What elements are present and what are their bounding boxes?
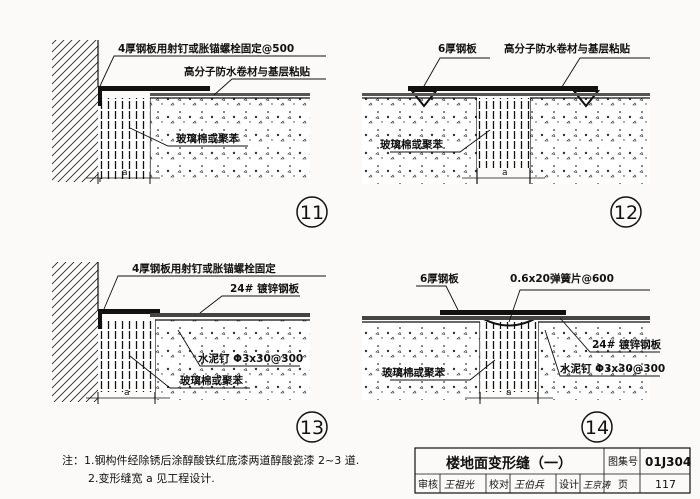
detail-13: a 4厚钢板用射钉或胀锚螺栓固定 24# 镀锌钢板 水泥钉 Φ3x30@300 … <box>52 262 328 443</box>
page-label: 页 <box>618 479 628 491</box>
detail-14: a 6厚钢板 0.6x20弹簧片@600 24# 镀锌钢板 水泥钉 Φ3x30@… <box>362 272 665 443</box>
notes: 注：1.钢构件经除锈后涂醇酸铁红底漆两道醇酸瓷漆 2~3 道. 2.变形缝宽 a… <box>62 453 359 485</box>
detail-12: a 6厚钢板 高分子防水卷材与基层粘贴 玻璃棉或聚苯 12 <box>362 42 650 228</box>
floor-slab <box>155 320 310 400</box>
membrane <box>150 93 310 96</box>
note-line-2: 2.变形缝宽 a 见工程设计. <box>88 471 215 485</box>
insulation-fill <box>477 98 530 168</box>
bent-steel-plate <box>98 86 210 91</box>
wall-hatch <box>52 262 98 402</box>
left-angle <box>409 90 439 108</box>
label-insulation: 玻璃棉或聚苯 <box>382 366 445 379</box>
steel-plate <box>440 310 566 315</box>
atlas-number: 01J304 <box>645 455 691 469</box>
label-galv: 24# 镀锌钢板 <box>592 338 662 351</box>
page-number: 117 <box>655 478 676 491</box>
detail-marker-12 <box>610 196 642 228</box>
galvanized-sheet <box>362 316 650 320</box>
dimension-a: a <box>124 388 130 398</box>
label-insulation: 玻璃棉或聚苯 <box>176 132 239 145</box>
label-membrane: 高分子防水卷材与基层粘贴 <box>184 65 310 78</box>
floor-slab-left <box>362 98 477 184</box>
label-top: 4厚钢板用射钉或胀锚螺栓固定@500 <box>118 42 294 55</box>
dimension-a: a <box>502 168 508 178</box>
check-signature: 王伯兵 <box>514 479 545 491</box>
galvanized-sheet <box>150 313 310 317</box>
atlas-label: 图集号 <box>608 455 638 468</box>
label-nail: 水泥钉 Φ3x30@300 <box>197 352 303 365</box>
floor-slab-left <box>362 322 480 400</box>
label-plate: 6厚钢板 <box>438 42 477 55</box>
insulation-fill <box>98 320 155 392</box>
steel-plate <box>408 86 598 91</box>
review-signature: 王祖光 <box>444 479 475 491</box>
review-label: 审核 <box>418 478 438 491</box>
sheet-title: 楼地面变形缝（一） <box>446 455 572 472</box>
dimension-a: a <box>506 388 512 398</box>
detail-marker-14 <box>581 411 613 443</box>
check-label: 校对 <box>489 478 509 491</box>
detail-number: 13 <box>300 417 324 439</box>
note-line-1: 注：1.钢构件经除锈后涂醇酸铁红底漆两道醇酸瓷漆 2~3 道. <box>62 453 359 467</box>
label-insulation: 玻璃棉或聚苯 <box>380 138 443 151</box>
label-galv: 24# 镀锌钢板 <box>230 282 300 295</box>
detail-number: 11 <box>300 202 324 224</box>
detail-marker-11 <box>296 196 328 228</box>
insulation-fill <box>98 98 150 180</box>
membrane <box>362 93 650 96</box>
label-plate: 6厚钢板 <box>420 272 459 285</box>
label-top: 4厚钢板用射钉或胀锚螺栓固定 <box>132 262 276 275</box>
design-label: 设计 <box>559 478 579 491</box>
wall-hatch <box>52 40 98 182</box>
right-angle <box>571 90 601 108</box>
label-spring: 0.6x20弹簧片@600 <box>510 272 614 285</box>
detail-marker-13 <box>296 411 328 443</box>
design-signature: 王京涛 <box>583 480 612 491</box>
detail-number: 12 <box>614 202 638 224</box>
floor-slab-right <box>538 322 650 400</box>
floor-slab <box>150 98 310 178</box>
dimension-a: a <box>122 168 128 178</box>
detail-number: 14 <box>585 417 609 439</box>
label-membrane: 高分子防水卷材与基层粘贴 <box>504 42 630 55</box>
title-block: 楼地面变形缝（一） 图集号 01J304 审核 王祖光 校对 王伯兵 设计 王京… <box>414 447 691 494</box>
bent-steel-plate <box>98 309 160 314</box>
insulation-fill <box>480 322 538 392</box>
label-nail: 水泥钉 Φ3x30@300 <box>559 362 665 375</box>
label-insulation: 玻璃棉或聚苯 <box>180 374 243 387</box>
floor-slab-right <box>530 98 650 184</box>
detail-11: a 4厚钢板用射钉或胀锚螺栓固定@500 高分子防水卷材与基层粘贴 玻璃棉或聚苯… <box>52 40 328 228</box>
